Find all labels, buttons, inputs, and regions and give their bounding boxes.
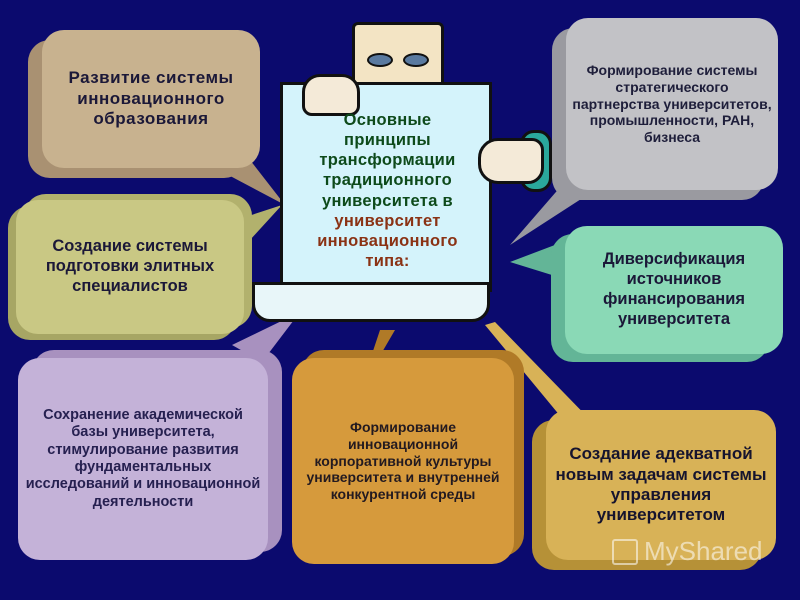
bubble-text: Создание адекватной новым задачам систем… (555, 444, 767, 525)
bubble-management-system: Создание адекватной новым задачам систем… (546, 410, 776, 560)
eye-icon (367, 53, 393, 67)
bubble-text: Диверсификация источников финансирования… (602, 250, 746, 328)
center-scroll (280, 82, 492, 292)
bubble-academic-base: Сохранение академической базы университе… (18, 358, 268, 560)
presentation-icon (612, 538, 638, 565)
hand-icon (302, 74, 360, 116)
bubble-elite-specialists: Создание системы подготовки элитных спец… (16, 200, 244, 334)
center-title: Основные принципы трансформации традицио… (290, 110, 485, 271)
center-highlight: типа: (365, 251, 410, 270)
watermark-text: MyShared (644, 536, 763, 566)
center-highlight: инновационного (317, 231, 458, 250)
bubble-text: Формирование инновационной корпоративной… (306, 419, 500, 503)
center-line: принципы (344, 131, 431, 150)
center-line: Основные (343, 111, 432, 129)
bubble-innovative-education: Развитие системы инновационного образова… (42, 30, 260, 168)
bubble-text: Сохранение академической базы университе… (25, 406, 261, 510)
center-highlight: университет (334, 211, 441, 230)
cartoon-face-icon (352, 22, 444, 91)
bubble-text: Формирование системы стратегического пар… (572, 62, 772, 146)
bubble-corporate-culture: Формирование инновационной корпоративной… (292, 358, 514, 564)
pointing-hand-icon (478, 138, 544, 184)
bubble-text: Развитие системы инновационного образова… (68, 68, 234, 129)
center-line: традиционного (323, 171, 452, 190)
watermark: MyShared (612, 536, 763, 567)
eye-icon (403, 53, 429, 67)
bubble-text: Создание системы подготовки элитных спец… (45, 237, 215, 295)
bubble-funding-diversification: Диверсификация источников финансирования… (565, 226, 783, 354)
scroll-curl (252, 282, 490, 322)
center-line: трансформации (319, 151, 456, 170)
center-line: университета в (321, 191, 453, 210)
bubble-strategic-partnership: Формирование системы стратегического пар… (566, 18, 778, 190)
